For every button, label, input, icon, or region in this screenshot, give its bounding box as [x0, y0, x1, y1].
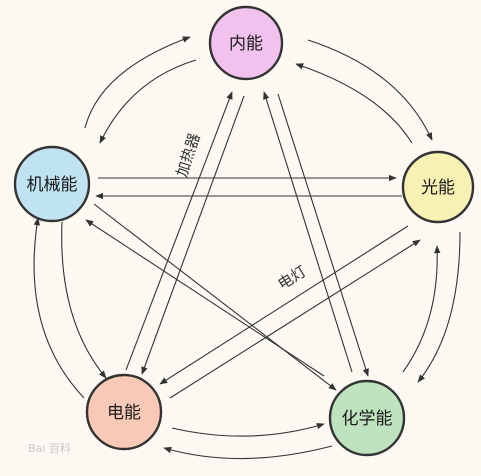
arrow-dian-to-guang: [169, 239, 421, 399]
arrow-dian-to-nei: [125, 91, 233, 371]
watermark: Bai 百科: [28, 441, 71, 455]
arrow-huaxue-to-jixie: [85, 219, 325, 377]
node-guangneng: 光能: [401, 150, 475, 224]
node-circle-huaxueneng: [328, 379, 406, 457]
arc-guang-to-nei: [295, 63, 413, 144]
node-label-jixieneng: 机械能: [27, 175, 78, 195]
node-huaxueneng: 化学能: [328, 379, 406, 457]
arrow-nei-to-dian: [141, 95, 245, 375]
edge-label-heater: 加热器: [173, 131, 204, 179]
node-label-guangneng: 光能: [421, 178, 455, 198]
arrow-jixie-to-huaxue: [93, 203, 337, 391]
edge-label-lamp: 电灯: [275, 262, 310, 293]
arc-huaxue-to-guang: [402, 245, 441, 373]
node-dianneng: 电能: [85, 373, 163, 451]
arc-dian-to-jixie: [33, 217, 85, 399]
node-jixieneng: 机械能: [13, 145, 91, 223]
node-neineng: 内能: [208, 5, 284, 81]
arc-guang-to-huaxue: [417, 231, 461, 383]
arrow-guang-to-dian: [159, 225, 409, 385]
node-circle-jixieneng: [13, 145, 91, 223]
node-circle-dianneng: [85, 373, 163, 451]
node-circle-neineng: [208, 5, 284, 81]
arc-jixie-to-nei: [84, 36, 191, 129]
node-circle-guangneng: [401, 150, 475, 224]
arc-dian-to-huaxue: [171, 422, 325, 437]
arc-nei-to-jixie: [99, 59, 197, 144]
arc-nei-to-guang: [307, 39, 433, 141]
node-label-neineng: 内能: [229, 34, 263, 54]
arc-jixie-to-dian: [61, 221, 107, 379]
node-label-huaxueneng: 化学能: [342, 409, 393, 429]
arrow-huaxue-to-nei: [263, 91, 353, 373]
node-label-dianneng: 电能: [107, 403, 141, 423]
arc-huaxue-to-dian: [163, 445, 333, 460]
arrow-nei-to-huaxue: [277, 93, 369, 377]
